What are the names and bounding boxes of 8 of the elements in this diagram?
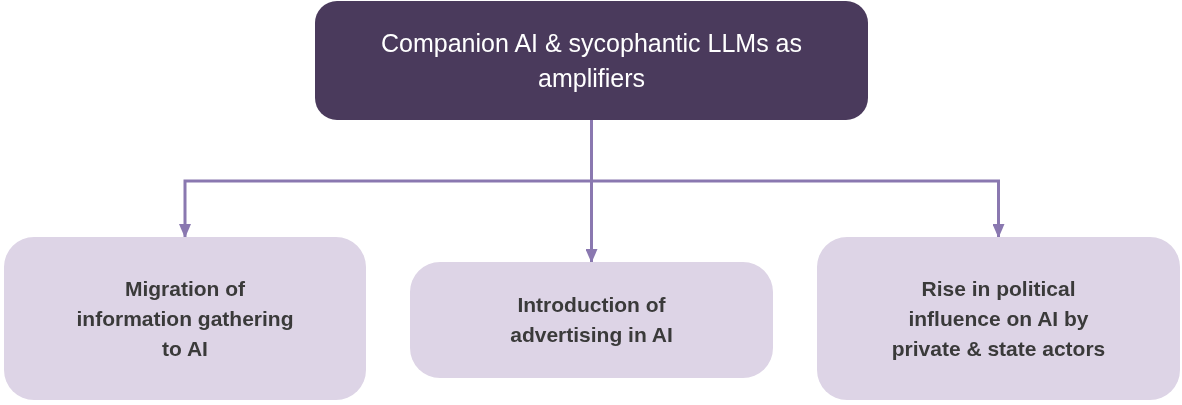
box-text: Companion AI & sycophantic LLMs as amplifiers <box>379 27 804 94</box>
process-box <box>817 237 1180 400</box>
box-text: Migration of information gathering to AI <box>75 275 295 362</box>
box-text: Introduction of advertising in AI <box>509 292 674 348</box>
process-box <box>410 262 773 378</box>
box-text: Rise in political influence on AI by private & state actors <box>890 275 1107 362</box>
title-box <box>315 1 868 120</box>
process-box <box>4 237 366 400</box>
